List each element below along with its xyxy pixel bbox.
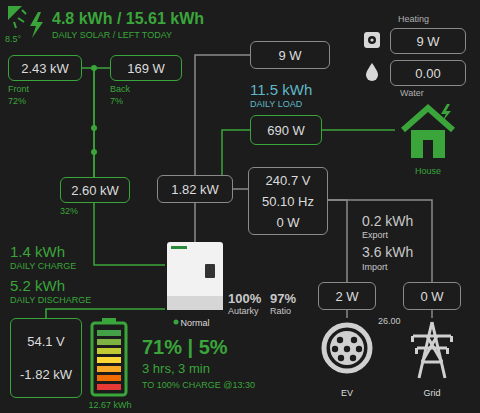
value-text: 0.00 bbox=[415, 66, 440, 81]
ev-charger-icon: EV bbox=[320, 318, 374, 398]
battery-icon: 12.67 kWh bbox=[84, 318, 136, 410]
value-box: 54.1 V -1.82 kW bbox=[10, 318, 82, 398]
daily-solar-value: 4.8 kWh / 15.61 kWh bbox=[52, 10, 204, 28]
ev-charger-icon-drawing bbox=[320, 318, 374, 382]
power-line bbox=[195, 55, 250, 175]
import-value: 3.6 kWh bbox=[362, 244, 413, 260]
power-line bbox=[82, 68, 94, 177]
value-text: 169 W bbox=[127, 61, 165, 76]
power-line bbox=[346, 310, 348, 318]
power-line bbox=[222, 130, 250, 175]
value-text: 690 W bbox=[267, 123, 305, 138]
battery-time: 3 hrs, 3 min bbox=[142, 361, 210, 376]
value-text: 0 W bbox=[420, 289, 443, 304]
value-box: 2.43 kW bbox=[8, 55, 82, 81]
power-line bbox=[328, 200, 432, 282]
power-line bbox=[94, 203, 165, 265]
inverter: Normal bbox=[165, 242, 225, 328]
string-percent: 7% bbox=[110, 96, 123, 106]
daily-load-value: 11.5 kWh bbox=[250, 81, 312, 98]
value-box: 9 W bbox=[250, 41, 330, 69]
heating-icon bbox=[364, 32, 380, 48]
value-text: 0 W bbox=[276, 215, 299, 230]
value-box: 2 W bbox=[318, 282, 376, 310]
string-name: Back bbox=[110, 84, 130, 94]
power-line bbox=[431, 310, 433, 318]
import-caption: Import bbox=[362, 262, 388, 272]
value-text: 54.1 V bbox=[27, 334, 65, 349]
value-text: 240.7 V bbox=[266, 173, 311, 188]
value-box: 690 W bbox=[250, 115, 322, 145]
value-text: 9 W bbox=[416, 34, 439, 49]
export-value: 0.2 kWh bbox=[362, 213, 413, 229]
daily-charge-caption: DAILY CHARGE bbox=[10, 261, 76, 271]
power-line bbox=[233, 188, 248, 190]
daily-discharge-value: 5.2 kWh bbox=[10, 277, 65, 294]
value-box: 0.00 bbox=[390, 60, 466, 86]
icon-caption: Grid bbox=[405, 388, 459, 398]
value-text: 2.60 kW bbox=[71, 183, 119, 198]
value-text: -1.82 kW bbox=[20, 367, 72, 382]
string-percent: 72% bbox=[8, 96, 26, 106]
value-box: 240.7 V 50.10 Hz 0 W bbox=[248, 167, 328, 235]
ratio-value: 97% bbox=[270, 291, 296, 306]
value-box: 0 W bbox=[403, 282, 461, 310]
house-icon: House bbox=[395, 100, 461, 176]
power-line bbox=[94, 68, 110, 177]
icon-caption: EV bbox=[320, 388, 374, 398]
export-caption: Export bbox=[362, 230, 388, 240]
solar-icon bbox=[8, 6, 43, 38]
value-text: 2 W bbox=[335, 289, 358, 304]
value-box: 169 W bbox=[110, 55, 182, 81]
daily-solar-caption: DAILY SOLAR / LEFT TODAY bbox=[52, 30, 172, 40]
temperature: 8.5° bbox=[5, 34, 21, 44]
autarky-caption: Autarky bbox=[228, 306, 259, 316]
daily-load-caption: DAILY LOAD bbox=[250, 99, 302, 109]
power-line bbox=[194, 203, 196, 242]
load-name: Water bbox=[400, 88, 424, 98]
daily-charge-value: 1.4 kWh bbox=[10, 243, 65, 260]
value-box: 9 W bbox=[390, 28, 466, 54]
autarky-value: 100% bbox=[228, 291, 261, 306]
power-line bbox=[322, 129, 395, 131]
power-line bbox=[46, 309, 165, 318]
ratio-caption: Ratio bbox=[270, 306, 291, 316]
battery-icon-drawing bbox=[84, 318, 136, 398]
icon-caption: House bbox=[395, 166, 461, 176]
daily-discharge-caption: DAILY DISCHARGE bbox=[10, 295, 91, 305]
battery-target: TO 100% CHARGE @13:30 bbox=[142, 380, 255, 390]
icon-caption: Normal bbox=[165, 318, 225, 328]
icon-caption: 12.67 kWh bbox=[84, 400, 136, 410]
load-name: Heating bbox=[398, 14, 429, 24]
pv-percent: 32% bbox=[60, 206, 78, 216]
grid-pylon-icon: Grid bbox=[405, 318, 459, 398]
value-text: 50.10 Hz bbox=[262, 194, 314, 209]
water-icon bbox=[366, 63, 378, 81]
value-text: 2.43 kW bbox=[21, 61, 69, 76]
value-text: 9 W bbox=[278, 48, 301, 63]
inverter-drawing bbox=[165, 242, 225, 318]
house-icon-drawing bbox=[395, 100, 461, 162]
value-text: 1.82 kW bbox=[171, 182, 219, 197]
string-name: Front bbox=[8, 84, 29, 94]
value-box: 1.82 kW bbox=[157, 175, 233, 203]
battery-soc: 71% | 5% bbox=[142, 336, 228, 359]
value-box: 2.60 kW bbox=[60, 177, 130, 203]
power-line bbox=[328, 200, 347, 282]
grid-pylon-icon-drawing bbox=[405, 318, 459, 382]
grid-price: 26.00 bbox=[378, 316, 401, 326]
